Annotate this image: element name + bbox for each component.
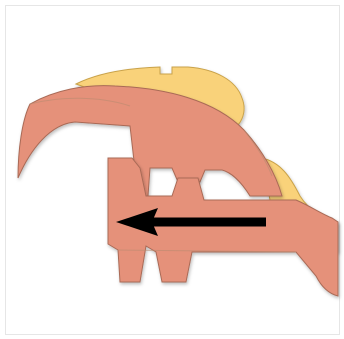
front-piece-arm <box>17 85 283 197</box>
arrow-head-icon <box>116 208 158 236</box>
front-piece-bevel <box>29 97 297 253</box>
front-piece-block <box>107 157 339 297</box>
